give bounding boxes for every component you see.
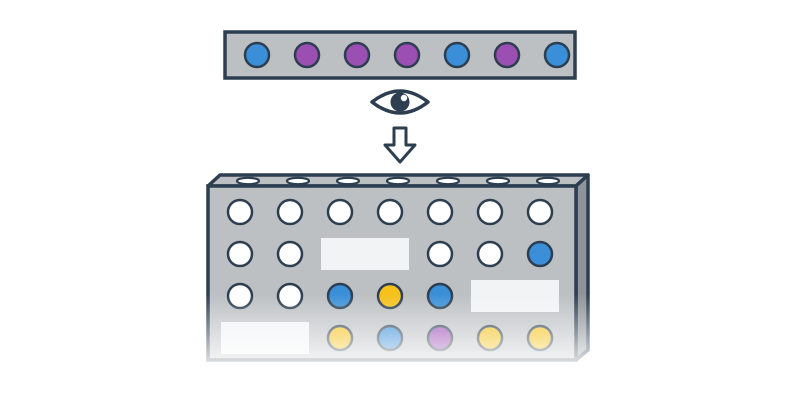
eye-iris [390, 92, 410, 112]
board-fade-overlay [200, 170, 600, 370]
code-peg-purple [293, 41, 321, 69]
secret-code-row [223, 30, 577, 80]
eye-highlight [400, 94, 408, 102]
code-peg-blue [543, 41, 571, 69]
code-peg-purple [493, 41, 521, 69]
code-peg-blue [443, 41, 471, 69]
code-peg-purple [343, 41, 371, 69]
eye-icon [370, 89, 430, 115]
guess-board [200, 170, 600, 370]
code-peg-blue [243, 41, 271, 69]
code-pegs [243, 41, 571, 69]
code-peg-purple [393, 41, 421, 69]
arrow-down-icon [383, 126, 417, 164]
